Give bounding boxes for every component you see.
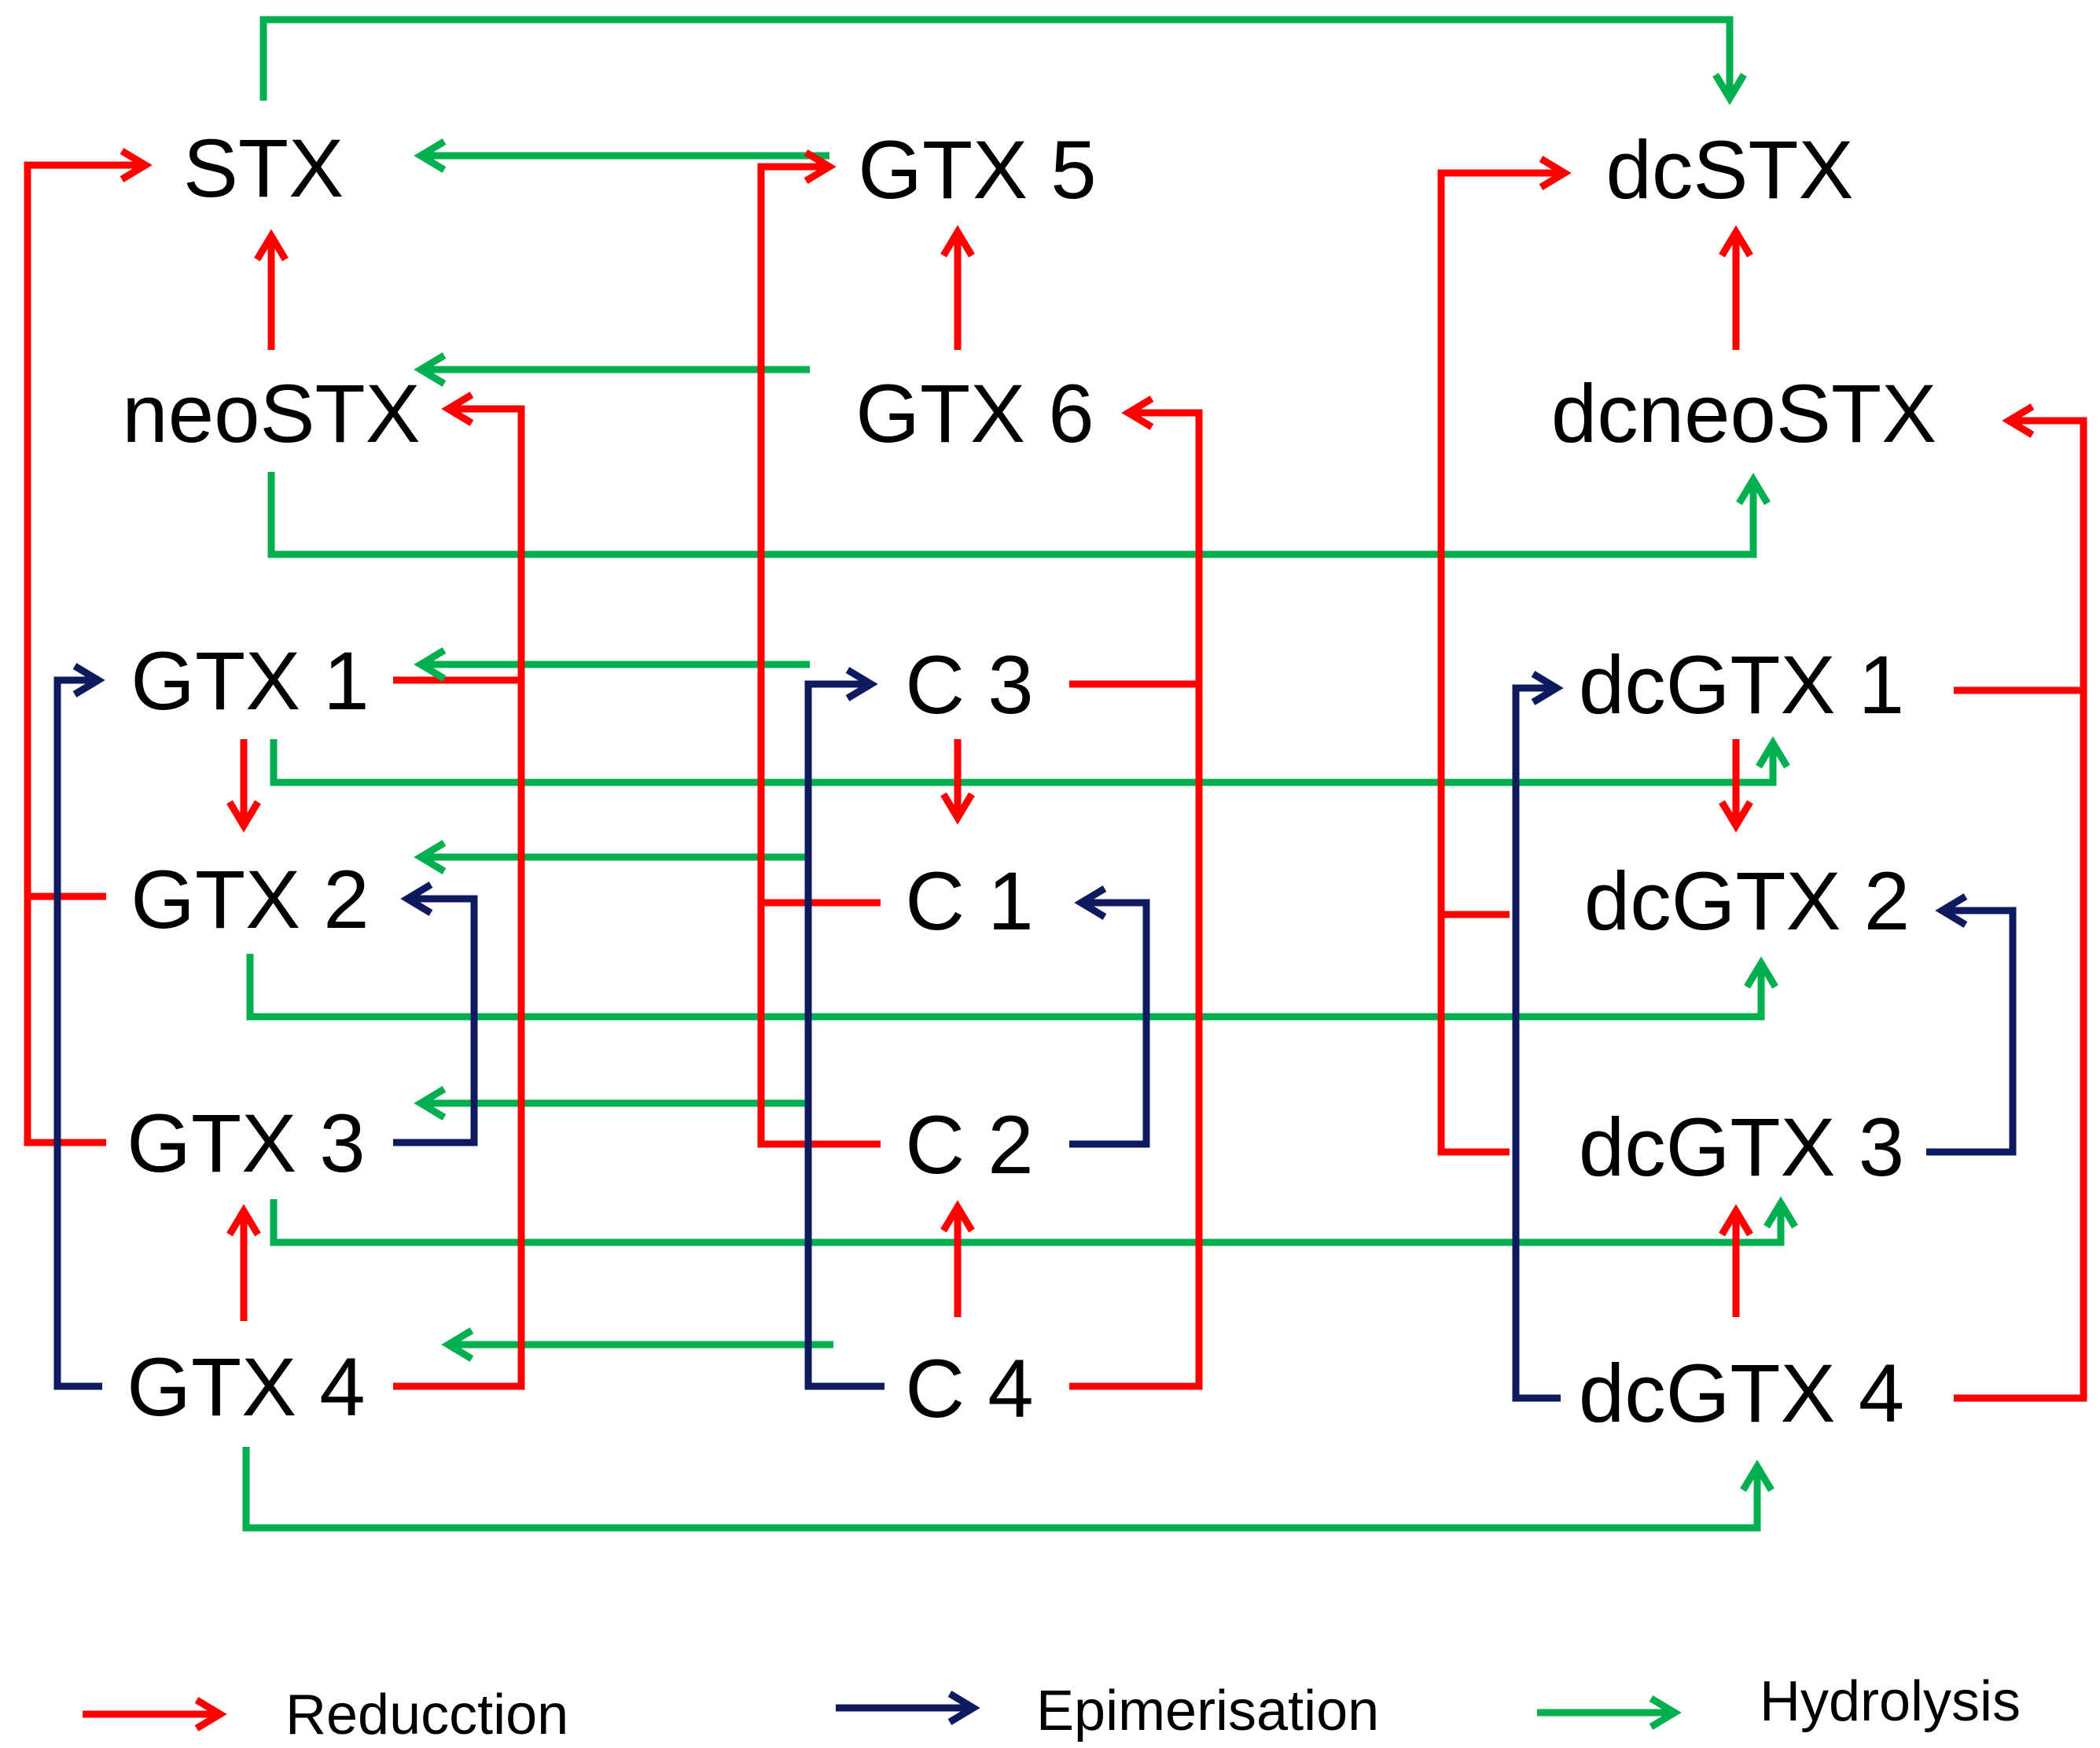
edge-gtx1-gtx4-neostx-reduction — [393, 405, 525, 1390]
arrowhead-dcgtx3-from-dcgtx4 — [1719, 1204, 1753, 1237]
node-neostx: neoSTX — [122, 368, 420, 460]
legend-epimerisation-label: Epimerisation — [1036, 1680, 1379, 1742]
edge-gtx3-dcgtx3-hydrolysis — [270, 1199, 1785, 1246]
node-c4: C 4 — [905, 1343, 1033, 1435]
edge-dcgtx2-dcgtx3-dcstx-reduction — [1437, 169, 1565, 1156]
node-dcgtx3: dcGTX 3 — [1579, 1102, 1904, 1194]
arrowhead-c2-from-c4 — [940, 1200, 975, 1233]
arrowhead-dcstx-reduction — [1539, 156, 1572, 190]
node-c2: C 2 — [905, 1099, 1033, 1191]
arrowhead-gtx4-hydrolysis — [441, 1327, 474, 1362]
arrowhead-dcgtx1-epimerisation — [1531, 671, 1564, 705]
arrowhead-gtx5-reduction — [804, 149, 837, 184]
legend-reduction-label: Reducction — [285, 1684, 568, 1746]
arrowhead-stx-reduction — [120, 148, 153, 182]
node-gtx2: GTX 2 — [131, 854, 369, 946]
legend-epimerisation-arrowhead — [947, 1691, 980, 1725]
arrowhead-gtx2-epimerisation — [400, 881, 433, 916]
arrowhead-dcstx-from-dcneostx — [1719, 225, 1753, 258]
node-dcgtx1: dcGTX 1 — [1579, 639, 1904, 731]
arrowhead-dcneostx-hydrolysis — [1736, 473, 1771, 506]
legend-hydrolysis-arrowhead — [1649, 1695, 1682, 1730]
arrowhead-dcgtx1-hydrolysis — [1756, 736, 1790, 769]
node-dcstx: dcSTX — [1605, 124, 1853, 216]
edge-gtx2-gtx3-stx-reduction — [24, 161, 145, 1146]
arrowhead-gtx5-from-gtx6 — [940, 225, 975, 258]
legend: Reducction Epimerisation Hydrolysis — [285, 1670, 2021, 1746]
arrowhead-gtx1-epimerisation — [72, 663, 105, 697]
node-gtx4: GTX 4 — [127, 1341, 365, 1433]
arrowhead-dcgtx2-epimerisation — [1935, 893, 1968, 928]
nodes: STX GTX 5 dcSTX neoSTX GTX 6 dcneoSTX GT… — [122, 123, 1936, 1440]
legend-hydrolysis-label: Hydrolysis — [1760, 1670, 2021, 1733]
arrowhead-gtx3-from-gtx4 — [226, 1204, 261, 1237]
node-c1: C 1 — [905, 856, 1033, 948]
arrowhead-stx-from-neostx — [254, 229, 289, 262]
edge-gtx4-gtx1-epimerisation — [53, 676, 102, 1390]
arrowhead-gtx1-hydrolysis — [414, 647, 447, 682]
edge-gtx2-dcgtx2-hydrolysis — [246, 954, 1765, 1021]
arrowhead-dcgtx3-hydrolysis — [1763, 1196, 1798, 1229]
edge-gtx1-dcgtx1-hydrolysis — [270, 739, 1777, 786]
node-stx: STX — [183, 123, 344, 215]
edge-c1-c2-gtx5-reduction — [757, 163, 881, 1148]
arrowhead-dcgtx2-from-dcgtx1 — [1719, 800, 1753, 833]
node-c3: C 3 — [905, 639, 1033, 731]
arrowhead-c1-from-c3 — [940, 792, 975, 825]
edges — [24, 16, 2087, 1718]
edge-neostx-dcneostx-hydrolysis — [267, 472, 1757, 558]
node-dcgtx4: dcGTX 4 — [1579, 1348, 1904, 1440]
arrowhead-dcneostx-reduction — [2002, 403, 2035, 438]
arrowhead-c3-epimerisation — [845, 667, 878, 701]
arrowhead-stx-hydrolysis — [414, 138, 447, 173]
node-gtx3: GTX 3 — [127, 1098, 365, 1190]
node-gtx1: GTX 1 — [131, 635, 369, 727]
arrowhead-dcgtx2-hydrolysis — [1744, 956, 1778, 989]
edge-stx-dcstx-hydrolysis — [259, 16, 1734, 101]
node-dcneostx: dcneoSTX — [1551, 368, 1936, 460]
arrowhead-gtx2-from-gtx1 — [226, 800, 261, 833]
arrowhead-neostx-reduction — [441, 392, 474, 426]
edge-dcgtx3-dcgtx2-epimerisation — [1926, 907, 2017, 1156]
arrowheads — [72, 72, 2035, 1731]
edge-c3-c4-gtx6-reduction — [1069, 409, 1203, 1390]
node-gtx6: GTX 6 — [855, 368, 1094, 460]
node-dcgtx2: dcGTX 2 — [1584, 856, 1910, 948]
arrowhead-c1-epimerisation — [1074, 885, 1107, 920]
edge-dcgtx4-dcgtx1-epimerisation — [1512, 684, 1561, 1402]
edge-dcgtx1-dcgtx4-dcneostx-reduction — [1954, 417, 2087, 1402]
arrowhead-gtx6-reduction — [1121, 396, 1154, 430]
arrowhead-gtx3-hydrolysis — [414, 1086, 447, 1121]
edge-c4-c3-epimerisation — [804, 680, 885, 1390]
edge-gtx4-dcgtx4-hydrolysis — [242, 1447, 1761, 1532]
arrowhead-gtx2-hydrolysis — [414, 840, 447, 874]
arrowhead-neostx-hydrolysis — [414, 352, 447, 387]
edge-gtx3-gtx2-epimerisation — [393, 895, 478, 1146]
arrowhead-dcgtx4-hydrolysis — [1740, 1459, 1775, 1492]
legend-reduction-arrowhead — [194, 1697, 227, 1731]
node-gtx5: GTX 5 — [858, 124, 1096, 216]
edge-c2-c1-epimerisation — [1069, 899, 1150, 1148]
arrowhead-dcstx-hydrolysis — [1712, 72, 1747, 105]
